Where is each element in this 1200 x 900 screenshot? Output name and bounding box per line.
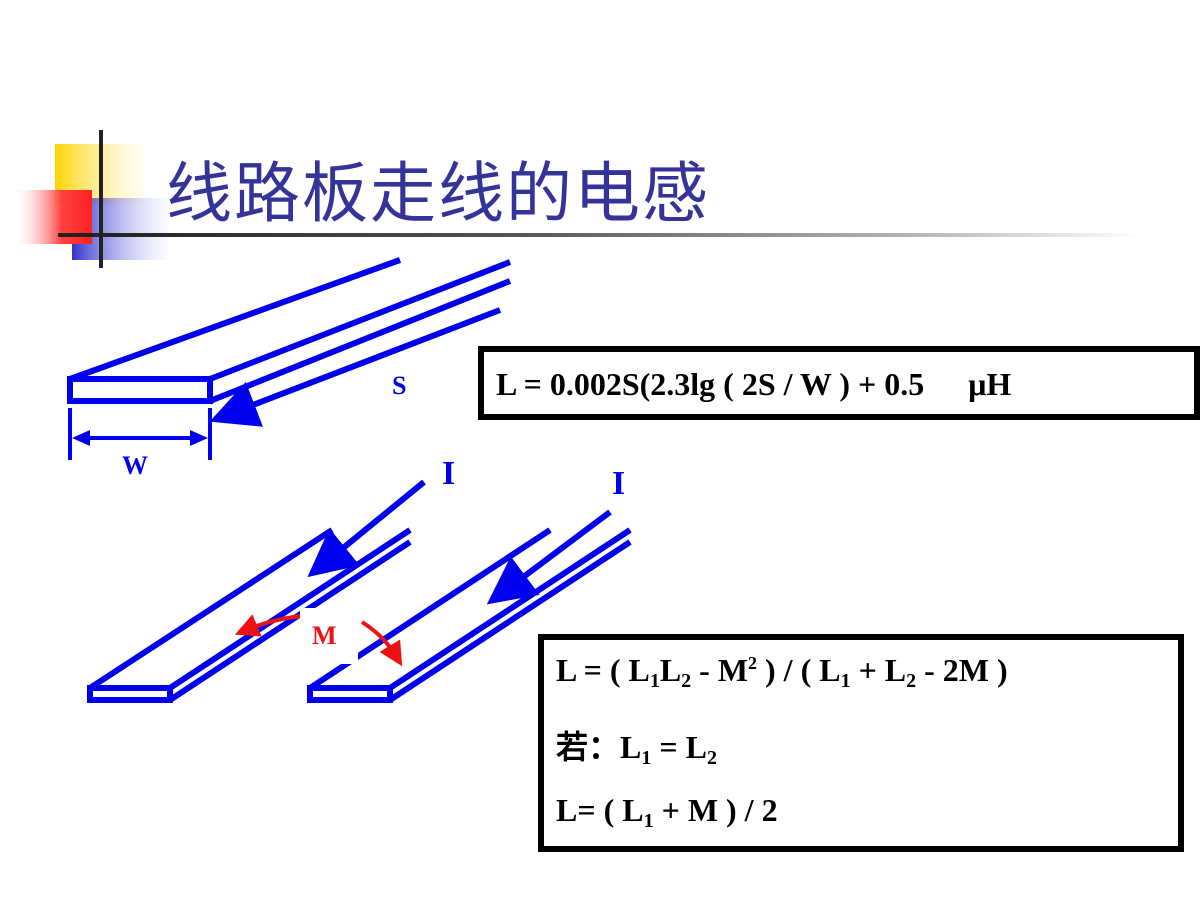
inductance-unit: μH bbox=[968, 366, 1012, 402]
logo-horizontal-bar bbox=[58, 233, 106, 237]
spacing-label: S bbox=[392, 371, 406, 400]
trace-top-edge bbox=[68, 257, 402, 382]
width-dimension bbox=[68, 408, 212, 460]
trace-top-edge bbox=[208, 259, 512, 382]
simplified-formula-line: L= ( L1 + M ) / 2 bbox=[556, 792, 778, 832]
mutual-arrow-right bbox=[360, 620, 403, 667]
label-background bbox=[300, 608, 358, 664]
mutual-label: M bbox=[312, 621, 337, 650]
coupled-formula-line: L = ( L1L2 - M2 ) / ( L1 + L2 - 2M ) bbox=[556, 652, 1008, 692]
trace-cross-section bbox=[67, 376, 213, 404]
title-logo bbox=[16, 130, 168, 268]
current-label-left: I bbox=[442, 455, 455, 492]
current-label-right: I bbox=[612, 465, 625, 502]
condition-line: 若：L1 = L2 bbox=[556, 729, 717, 769]
coupled-formula-box: L = ( L1L2 - M2 ) / ( L1 + L2 - 2M ) 若：L… bbox=[538, 634, 1184, 852]
inductance-formula: L = 0.002S(2.3lg ( 2S / W ) + 0.5 bbox=[496, 366, 925, 402]
mutual-arrow-left bbox=[234, 614, 301, 637]
length-arrow bbox=[209, 307, 502, 427]
trace-side-edge bbox=[208, 278, 512, 404]
inductance-formula-box: L = 0.002S(2.3lg ( 2S / W ) + 0.5 μH bbox=[478, 346, 1200, 420]
logo-vertical-bar bbox=[99, 130, 103, 268]
current-arrow-right bbox=[486, 509, 612, 605]
title-underline bbox=[100, 233, 1140, 237]
page-title: 线路板走线的电感 bbox=[166, 155, 710, 232]
width-label: W bbox=[122, 451, 148, 480]
current-arrow-left bbox=[307, 479, 426, 578]
left-trace bbox=[87, 527, 412, 703]
